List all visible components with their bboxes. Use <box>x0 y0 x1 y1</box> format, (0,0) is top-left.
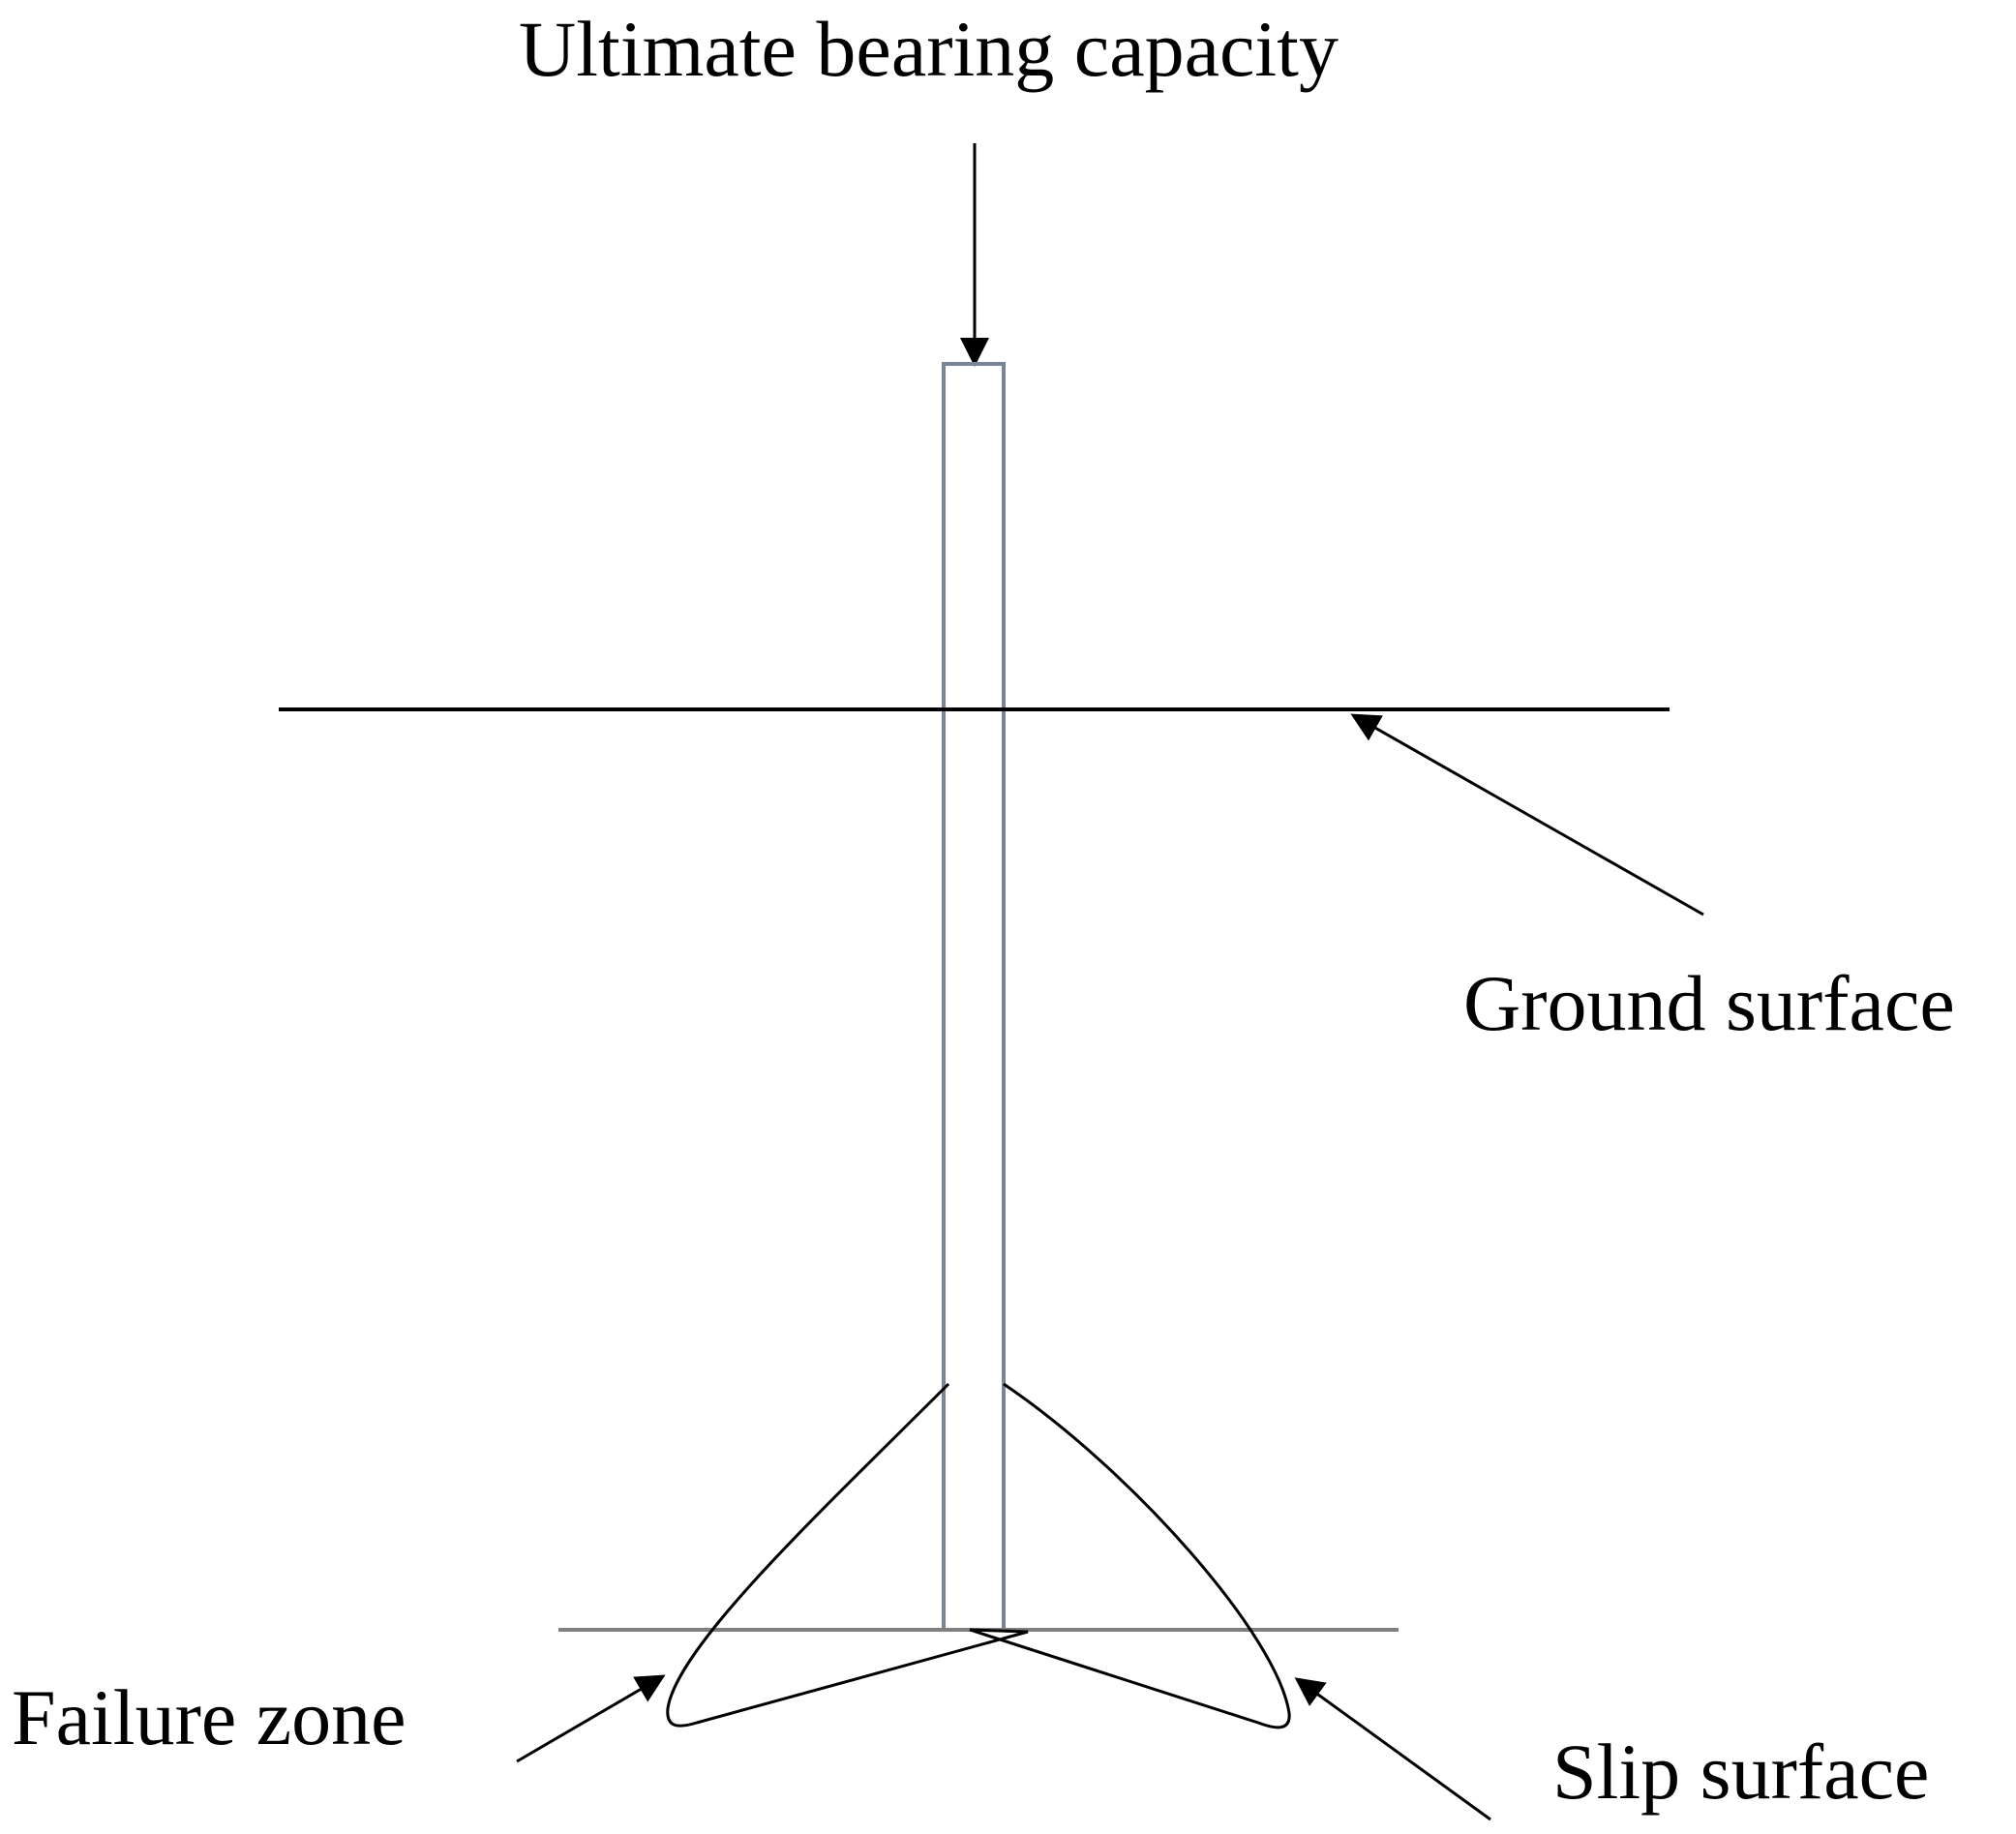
failure-zone-label: Failure zone <box>12 1673 406 1761</box>
slip-pointer-arrow <box>1294 1677 1491 1821</box>
right-slip-lobe <box>969 1382 1291 1729</box>
failure-pointer-arrow <box>516 1674 666 1763</box>
ground-pointer-arrow <box>1350 713 1704 917</box>
slip-surface-label: Slip surface <box>1552 1728 1930 1816</box>
pile <box>942 362 1006 1632</box>
left-slip-lobe <box>666 1382 1029 1728</box>
load-label: Ultimate bearing capacity <box>519 5 1339 93</box>
ground-surface-label: Ground surface <box>1463 959 1955 1047</box>
